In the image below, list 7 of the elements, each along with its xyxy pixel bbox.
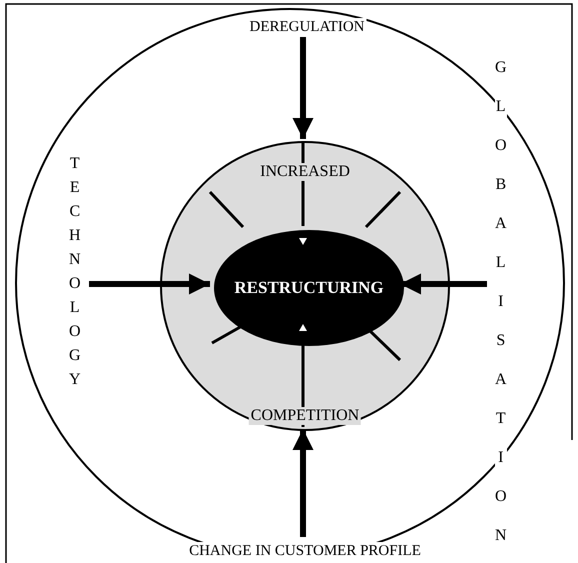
circle-label: COMPETITION: [248, 407, 362, 425]
circle-label: INCREASED: [258, 163, 352, 181]
arrow: [89, 274, 210, 294]
force-label: CHANGE IN CUSTOMER PROFILE: [187, 542, 423, 560]
arrow: [400, 274, 487, 294]
arrow: [292, 429, 314, 537]
center-label: RESTRUCTURING: [234, 279, 384, 297]
